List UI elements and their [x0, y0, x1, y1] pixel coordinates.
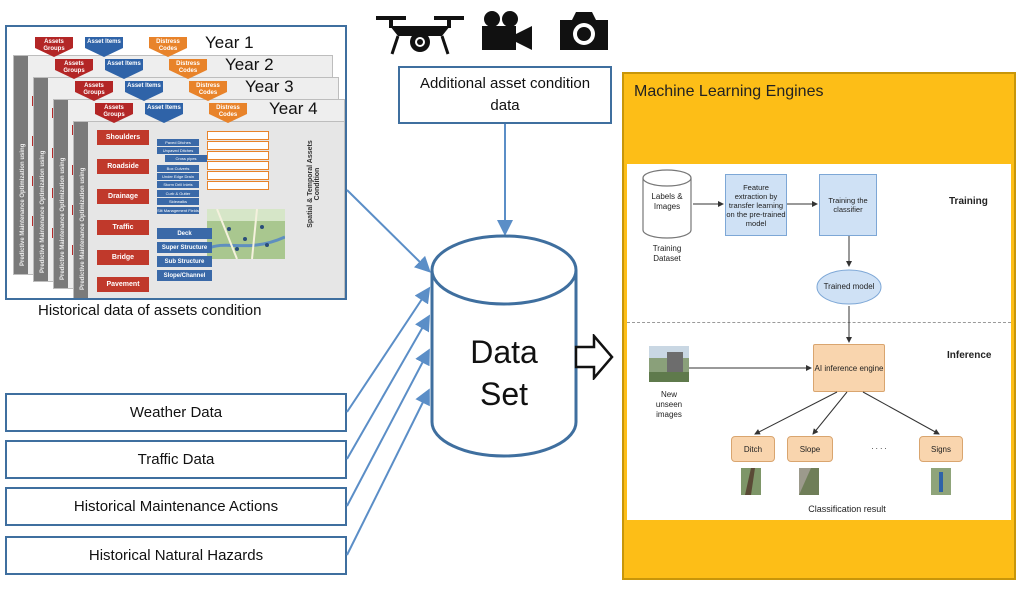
- distress-code: [207, 131, 269, 140]
- distress-code: [207, 181, 269, 190]
- ml-flow-arrows: [689, 201, 940, 435]
- map-image: [207, 209, 285, 259]
- tag-assets-groups: Assets Groups: [35, 37, 73, 57]
- tag-assets-groups: Assets Groups: [75, 81, 113, 101]
- asset-item: Under Edge Drain: [157, 173, 199, 180]
- year-label: Year 3: [245, 77, 294, 96]
- traffic-data-box: Traffic Data: [5, 440, 347, 479]
- tag-distress-codes: Distress Codes: [209, 103, 247, 123]
- class-ellipsis: . . . .: [871, 442, 887, 451]
- ml-engines-panel: Machine Learning Engines Labels & Images…: [622, 72, 1016, 580]
- asset-item: Storm Drill Inlets: [157, 181, 199, 188]
- ml-title: Machine Learning Engines: [634, 83, 824, 100]
- class-slope: Slope: [787, 436, 833, 462]
- slope-thumb: [799, 468, 819, 495]
- category-pavement: Pavement: [97, 277, 149, 292]
- tag-asset-items: Asset Items: [145, 103, 183, 123]
- distress-code: [207, 151, 269, 160]
- tag-asset-items: Asset Items: [125, 81, 163, 101]
- year-label: Year 1: [205, 33, 254, 52]
- category-bridge: Bridge: [97, 250, 149, 265]
- trained-model-oval: [816, 269, 882, 305]
- inference-label: Inference: [947, 350, 992, 361]
- new-unseen-text: New unseen images: [655, 390, 683, 419]
- video-camera-icon: [482, 11, 532, 50]
- ml-workflow: Labels & Images Training Dataset Feature…: [627, 164, 1011, 520]
- asset-item: Unpaved Ditches: [157, 147, 199, 154]
- year-label: Year 4: [269, 99, 318, 118]
- asset-item: Curb & Gutter: [157, 190, 199, 197]
- tag-distress-codes: Distress Codes: [149, 37, 187, 57]
- distress-code: [207, 141, 269, 150]
- asset-item: Cross pipes: [165, 155, 207, 162]
- labels-images-text: Labels & Images: [651, 192, 683, 211]
- asset-item: Sidewalks: [157, 198, 199, 205]
- category-shoulders: Shoulders: [97, 130, 149, 145]
- distress-code: [207, 171, 269, 180]
- asset-item: Slit Management Fields: [157, 207, 199, 214]
- asset-item: Deck: [157, 228, 212, 239]
- historical-caption: Historical data of assets condition: [38, 302, 262, 319]
- distress-code: [207, 161, 269, 170]
- asset-item: Box Culverts: [157, 165, 199, 172]
- asset-item: Super Structure: [157, 242, 212, 253]
- tag-assets-groups: Assets Groups: [95, 103, 133, 123]
- dataset-label-data: Data: [470, 334, 538, 370]
- category-roadside: Roadside: [97, 159, 149, 174]
- training-label: Training: [949, 196, 988, 207]
- feature-extraction-box: Feature extraction by transfer learning …: [725, 174, 787, 236]
- signs-thumb: [931, 468, 951, 495]
- camera-icon: [560, 12, 608, 50]
- tag-distress-codes: Distress Codes: [169, 59, 207, 79]
- dataset-cylinder: [430, 234, 578, 458]
- weather-data-box: Weather Data: [5, 393, 347, 432]
- tag-assets-groups: Assets Groups: [55, 59, 93, 79]
- trained-model-text: Trained model: [823, 282, 875, 291]
- unseen-image-thumb: [649, 346, 689, 382]
- asset-item: Sub Structure: [157, 256, 212, 267]
- asset-item: Slope/Channel: [157, 270, 212, 281]
- historical-data-panel: Predictive Maintenance Optimization usin…: [5, 25, 347, 300]
- maintenance-actions-box: Historical Maintenance Actions: [5, 487, 347, 526]
- ditch-thumb: [741, 468, 761, 495]
- class-ditch: Ditch: [731, 436, 775, 462]
- additional-data-box: Additional asset condition data: [398, 66, 612, 124]
- asset-item: Paved Ditches: [157, 139, 199, 146]
- tag-asset-items: Asset Items: [85, 37, 123, 57]
- training-dataset-text: Training Dataset: [652, 244, 682, 263]
- drone-icon: [376, 16, 464, 55]
- classification-result-text: Classification result: [808, 504, 886, 514]
- year-label: Year 2: [225, 55, 274, 74]
- labels-images-cylinder: [642, 169, 692, 239]
- category-drainage: Drainage: [97, 189, 149, 204]
- category-traffic: Traffic: [97, 220, 149, 235]
- dataset-label-set: Set: [479, 376, 529, 412]
- tag-distress-codes: Distress Codes: [189, 81, 227, 101]
- flow-arrow-icon: [574, 334, 614, 380]
- tag-asset-items: Asset Items: [105, 59, 143, 79]
- class-signs: Signs: [919, 436, 963, 462]
- ai-inference-engine-box: AI inference engine: [813, 344, 885, 392]
- training-classifier-box: Training the classifier: [819, 174, 877, 236]
- natural-hazards-box: Historical Natural Hazards: [5, 536, 347, 575]
